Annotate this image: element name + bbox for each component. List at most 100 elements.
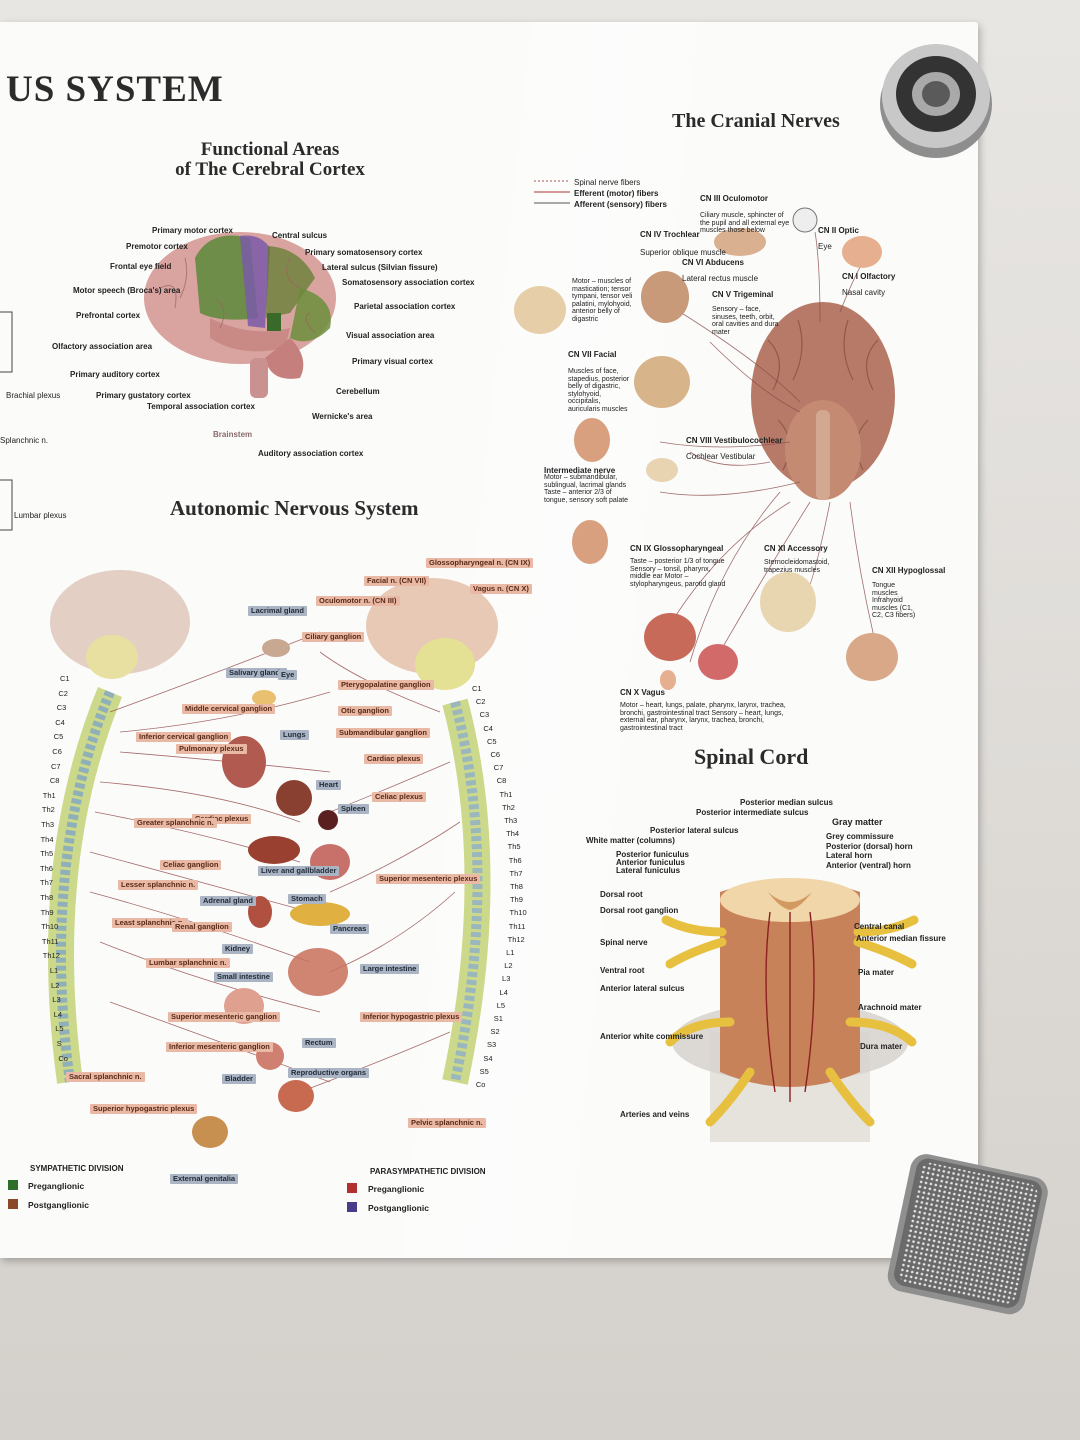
spinal-label: Posterior funiculus: [616, 850, 689, 859]
ans-section-title: Autonomic Nervous System: [170, 496, 419, 520]
spinal-label: Ventral root: [600, 966, 645, 975]
cortex-label: Primary somatosensory cortex: [305, 248, 423, 257]
cranial-nerve-desc: Motor – muscles of mastication; tensor t…: [572, 278, 633, 323]
cranial-nerve-label: CN XII Hypoglossal: [872, 566, 946, 575]
vertebra-label-left: Th9: [40, 907, 54, 917]
poster-title: US SYSTEM: [6, 69, 224, 110]
vertebra-label-right: Th2: [502, 802, 515, 812]
cranial-legend-item: Efferent (motor) fibers: [574, 189, 659, 198]
spinal-label: Arachnoid mater: [858, 1003, 922, 1012]
vertebra-label-right: Th4: [506, 829, 520, 839]
spinal-label: Posterior intermediate sulcus: [696, 808, 809, 817]
vertebra-label-left: C6: [52, 747, 62, 756]
vertebra-label-right: C6: [490, 750, 501, 759]
spinal-label: Dorsal root: [600, 890, 643, 899]
vertebra-label-left: C3: [56, 703, 67, 713]
spinal-label: Posterior lateral sulcus: [650, 826, 739, 835]
vertebra-label-right: Co: [475, 1080, 486, 1089]
vertebra-label-left: L4: [53, 1009, 63, 1019]
cortex-label: Brainstem: [213, 430, 253, 439]
parasympathetic-post-swatch: [347, 1202, 357, 1212]
cortex-label: Primary visual cortex: [352, 357, 433, 366]
cranial-nerve-label: Intermediate nerve: [544, 466, 616, 475]
spinal-label: Spinal nerve: [600, 938, 648, 947]
ans-tag: Kidney: [222, 944, 254, 954]
cortex-label: Frontal eye field: [110, 262, 172, 271]
vertebra-label-left: Th6: [40, 863, 53, 873]
vertebra-label-right: Th8: [509, 882, 523, 891]
spinal-label: Dura mater: [860, 1042, 903, 1051]
cortex-label: Premotor cortex: [126, 242, 188, 251]
ans-tag: Stomach: [288, 894, 326, 904]
ans-tag: Eye: [278, 670, 298, 680]
vertebra-label-left: C2: [58, 688, 68, 698]
spinal-label: Lateral horn: [826, 851, 873, 860]
spinal-label: Central canal: [854, 922, 905, 931]
cranial-nerve-label: CN VI Abducens: [682, 258, 744, 267]
vertebra-label-right: S2: [490, 1027, 500, 1037]
vertebra-label-right: Th6: [508, 855, 522, 865]
ans-tag: Pelvic splanchnic n.: [408, 1118, 486, 1128]
ans-tag: Middle cervical ganglion: [182, 704, 276, 714]
vertebra-label-left: Th10: [41, 922, 59, 932]
cranial-legend-lines: [534, 180, 570, 204]
cranial-nerve-desc: Taste – posterior 1/3 of tongue Sensory …: [630, 558, 726, 588]
parasympathetic-pre-swatch: [347, 1183, 357, 1193]
cranial-nerve-desc: Superior oblique muscle: [640, 248, 726, 257]
square-magnet: [887, 1154, 1048, 1315]
spinal-label: Anterior funiculus: [616, 858, 685, 867]
vertebra-label-right: Th5: [507, 842, 521, 852]
vertebra-label-right: Th7: [509, 868, 523, 878]
vertebra-label-left: Th1: [42, 790, 56, 800]
spinal-section-title: Spinal Cord: [694, 744, 809, 769]
vertebra-label-left: Th5: [40, 849, 54, 859]
vertebra-label-left: Th2: [41, 805, 55, 815]
cortex-label: Central sulcus: [272, 231, 328, 240]
cranial-nerve-label: CN I Olfactory: [842, 272, 896, 281]
cranial-nerve-desc: Sensory – face, sinuses, teeth, orbit, o…: [712, 306, 779, 336]
vertebra-label-right: Th11: [508, 921, 526, 931]
ans-tag: Sacral splanchnic n.: [66, 1072, 145, 1082]
parasympathetic-pre-label: Preganglionic: [368, 1184, 425, 1194]
sympathetic-pre-label: Preganglionic: [28, 1181, 85, 1191]
ans-tag: Adrenal gland: [200, 896, 257, 906]
vertebra-label-left: L5: [55, 1024, 64, 1034]
cranial-nerve-desc: Motor – submandibular, sublingual, lacri…: [544, 474, 629, 504]
cortex-label: Somatosensory association cortex: [342, 278, 475, 287]
parasympathetic-legend-title: PARASYMPATHETIC DIVISION: [370, 1167, 486, 1176]
ans-tag: Lacrimal gland: [248, 606, 307, 616]
ans-tag: Inferior cervical ganglion: [136, 732, 232, 742]
ans-tag: Glossopharyngeal n. (CN IX): [426, 558, 534, 568]
cranial-nerve-desc: Cochlear Vestibular: [686, 452, 756, 461]
ans-tag: Submandibular ganglion: [336, 728, 430, 738]
spinal-label: Anterior lateral sulcus: [600, 984, 685, 993]
ans-tag: Lumbar splanchnic n.: [146, 958, 230, 968]
cranial-nerve-desc: Lateral rectus muscle: [682, 274, 759, 283]
cortex-label: Wernicke's area: [312, 412, 373, 421]
cranial-legend-item: Spinal nerve fibers: [574, 178, 641, 187]
sympathetic-legend-title: SYMPATHETIC DIVISION: [30, 1164, 124, 1173]
cranial-nerve-desc: Muscles of face, stapedius, posterior be…: [568, 368, 630, 413]
cortex-label: Visual association area: [346, 331, 435, 340]
ans-tag: Pterygopalatine ganglion: [338, 680, 434, 690]
ans-illustration: [48, 570, 498, 1148]
vertebra-label-left: L1: [49, 966, 59, 975]
vertebra-label-right: S3: [486, 1040, 497, 1050]
cranial-nerve-desc: Tongue muscles Infrahyoid muscles (C1, C…: [872, 582, 916, 619]
vertebra-label-right: L2: [504, 961, 513, 971]
vertebra-label-right: Th12: [507, 934, 525, 944]
cortex-label: Primary auditory cortex: [70, 370, 160, 379]
ans-tag: Vagus n. (CN X): [470, 584, 532, 594]
vertebra-label-right: C7: [493, 763, 504, 773]
spinal-label: Anterior median fissure: [856, 934, 946, 943]
ans-tag: Superior hypogastric plexus: [90, 1104, 198, 1114]
ans-tag: Inferior hypogastric plexus: [360, 1012, 463, 1022]
ans-tag: Liver and gallbladder: [258, 866, 340, 876]
spinal-label: Anterior white commissure: [600, 1032, 704, 1041]
ans-tag: Rectum: [302, 1038, 336, 1048]
vertebra-label-right: L4: [499, 987, 508, 997]
cranial-nerve-desc: Ciliary muscle, sphincter of the pupil a…: [700, 212, 790, 234]
cortex-label: Motor speech (Broca's) area: [73, 286, 181, 295]
ans-tag: Superior mesenteric ganglion: [168, 1012, 280, 1022]
cranial-nerve-desc: Sternocleidomastoid, trapezius muscles: [764, 559, 830, 574]
